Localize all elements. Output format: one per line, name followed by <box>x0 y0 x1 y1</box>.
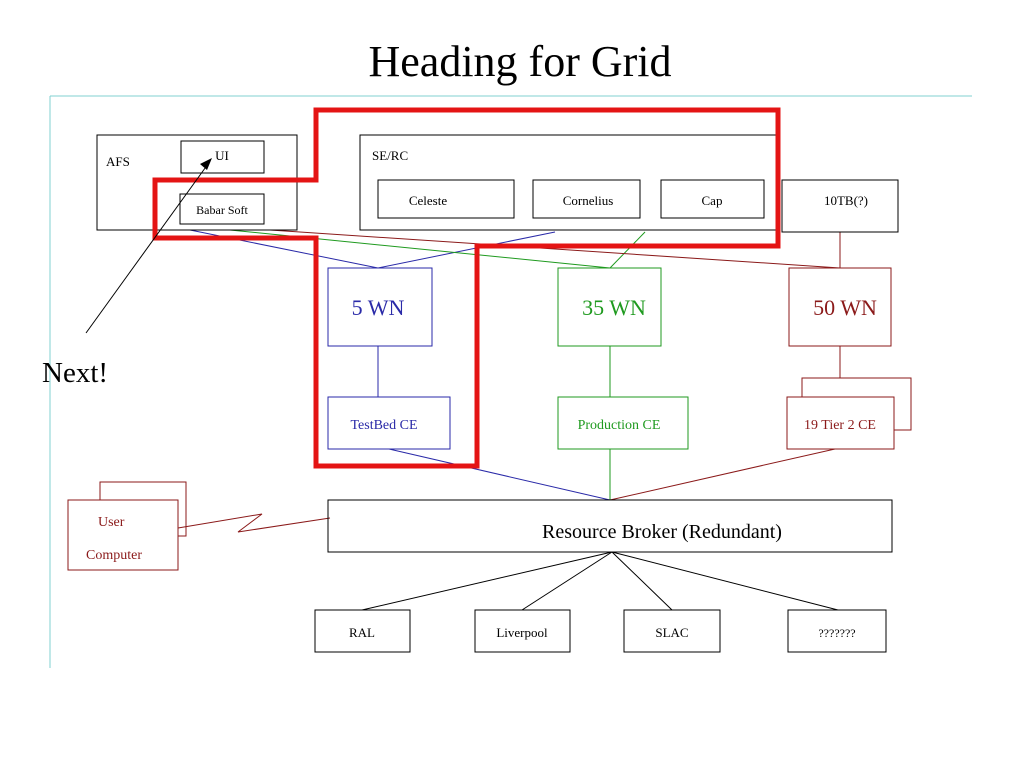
serc-box <box>359 134 777 231</box>
highlight-outline <box>152 107 781 469</box>
resource-broker-box <box>327 499 893 553</box>
ral-label: RAL <box>349 625 375 640</box>
line-serc-35wn <box>609 231 646 269</box>
testbed-ce-box <box>327 396 451 450</box>
tb-label: 10TB(?) <box>824 193 868 208</box>
line-broker-slac <box>611 551 673 611</box>
user-computer-label-line1: User <box>98 515 125 530</box>
wn50-box <box>788 267 892 347</box>
wn50-label: 50 WN <box>813 295 877 320</box>
connector-lines <box>177 229 841 611</box>
cornelius-label: Cornelius <box>563 193 614 208</box>
wn35-label: 35 WN <box>582 295 646 320</box>
afs-label: AFS <box>106 154 130 169</box>
line-testbed-broker <box>388 448 611 501</box>
line-broker-liverpool <box>521 551 613 611</box>
line-tier2-broker <box>609 448 836 501</box>
production-ce-box <box>557 396 689 450</box>
wn35-box <box>557 267 662 347</box>
line-afs-50wn <box>269 229 841 269</box>
serc-label: SE/RC <box>372 148 408 163</box>
cornelius-box <box>532 179 641 219</box>
resource-broker-label: Resource Broker (Redundant) <box>542 521 782 543</box>
unknown-site-label: ??????? <box>818 626 855 640</box>
cap-box <box>660 179 765 219</box>
ui-label: UI <box>215 148 229 163</box>
ui-box <box>180 140 265 174</box>
ral-box <box>314 609 411 653</box>
line-broker-ral <box>361 551 613 611</box>
slac-label: SLAC <box>655 625 688 640</box>
wn5-box <box>327 267 433 347</box>
slac-box <box>623 609 721 653</box>
next-arrow <box>85 158 212 334</box>
babar-soft-box <box>179 193 265 225</box>
celeste-box <box>377 179 515 219</box>
next-annotation: Next! <box>42 357 109 389</box>
user-computer-box <box>67 499 179 571</box>
line-serc-5wn <box>377 231 556 269</box>
testbed-ce-label: TestBed CE <box>350 418 417 433</box>
user-computer-label-line2: Computer <box>86 548 142 563</box>
unknown-site-box <box>787 609 887 653</box>
tier2-ce-box <box>786 396 895 450</box>
liverpool-label: Liverpool <box>496 625 548 640</box>
tb-box <box>781 179 899 233</box>
wn5-label: 5 WN <box>352 295 405 320</box>
line-user-broker-zigzag <box>177 513 331 533</box>
liverpool-box <box>474 609 571 653</box>
production-ce-label: Production CE <box>578 418 661 433</box>
cap-label: Cap <box>702 193 723 208</box>
celeste-label: Celeste <box>409 193 447 208</box>
tier2-ce-label: 19 Tier 2 CE <box>804 418 876 433</box>
babar-soft-label: Babar Soft <box>196 203 248 217</box>
line-broker-unknown <box>611 551 839 611</box>
slide-title: Heading for Grid <box>368 37 672 86</box>
